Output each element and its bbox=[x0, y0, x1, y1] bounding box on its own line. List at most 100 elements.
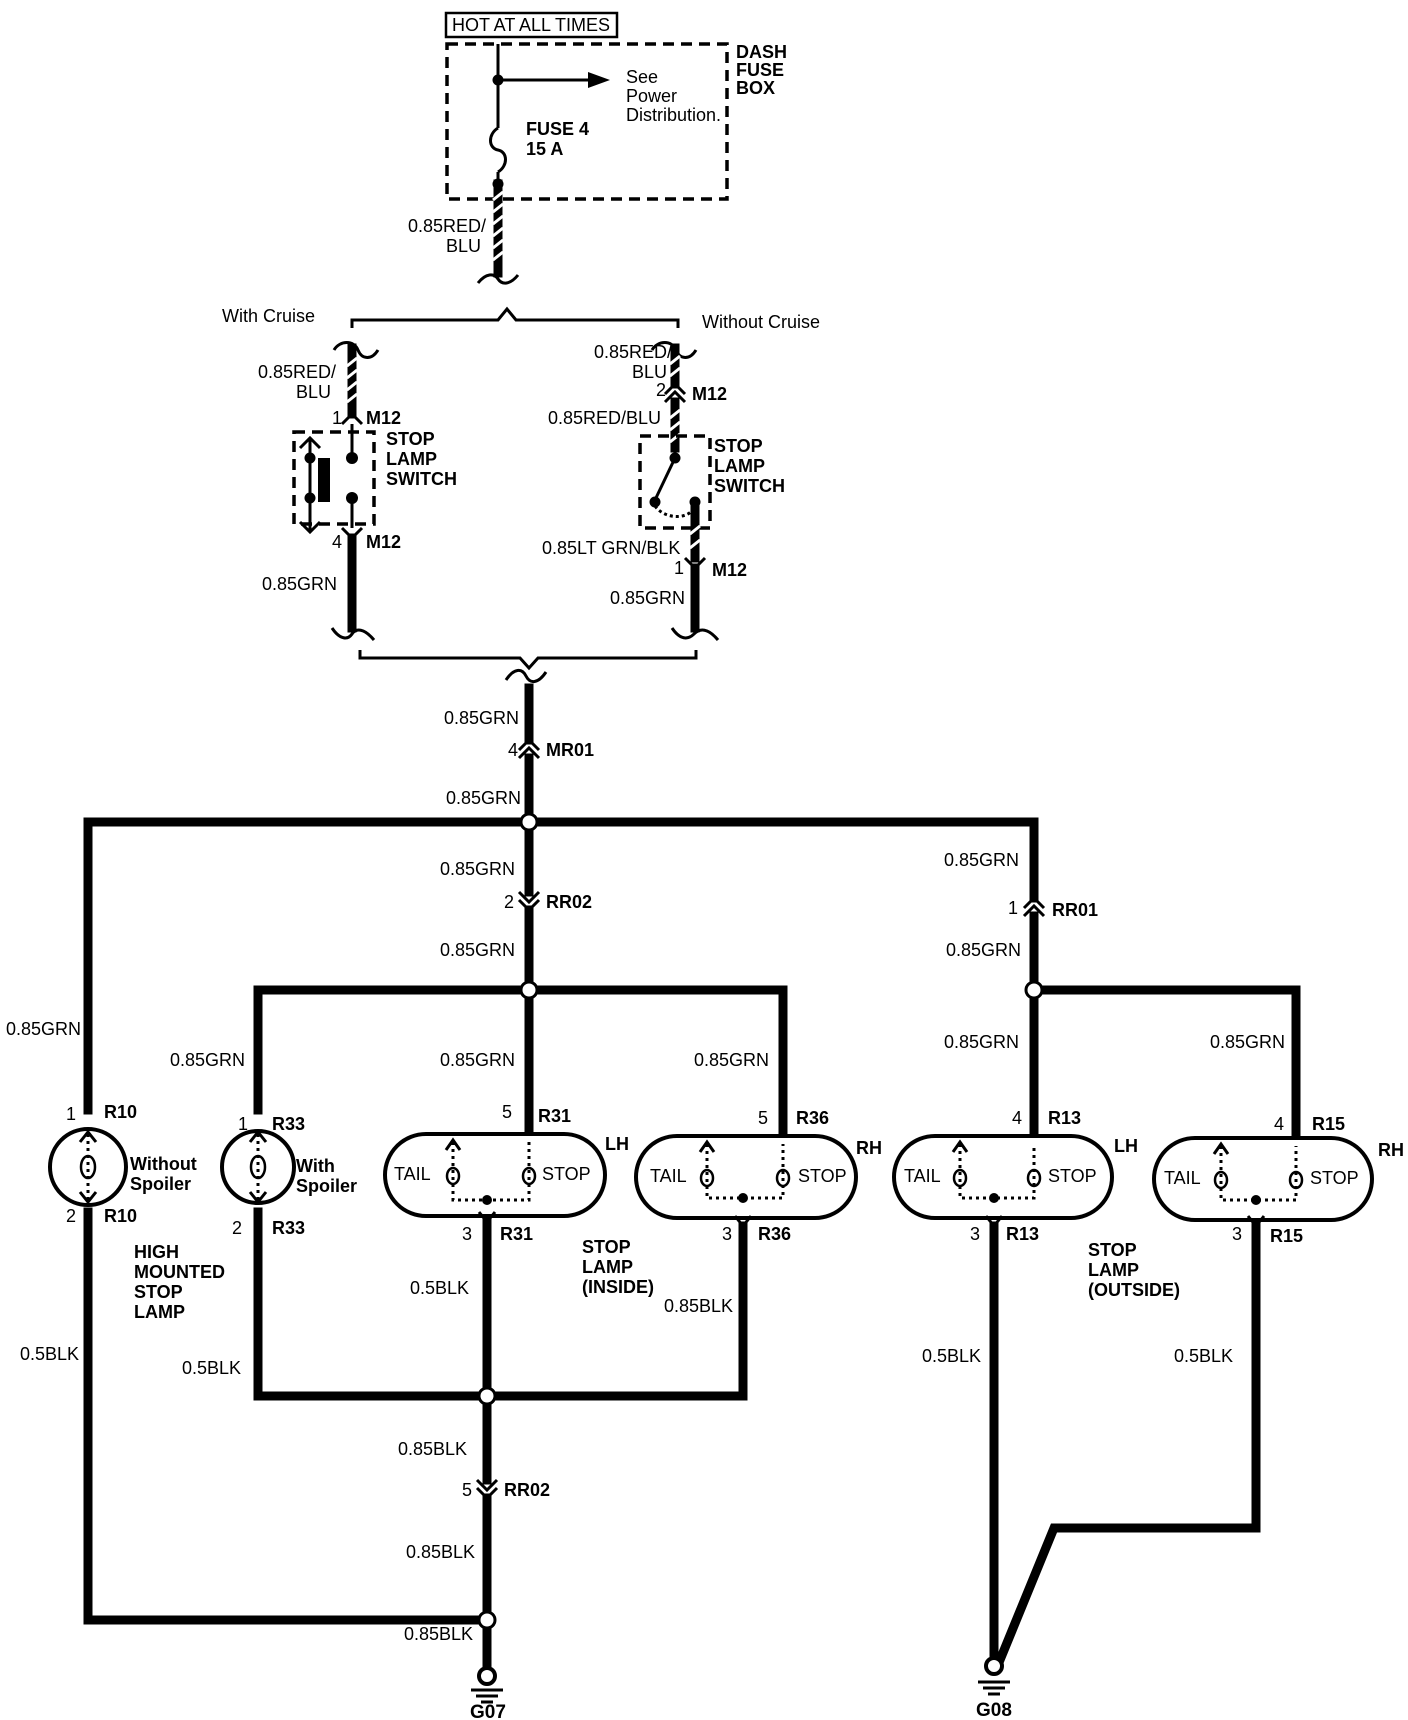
r13-pin3-number: 3 bbox=[970, 1224, 980, 1244]
r31-pin5-label: R31 bbox=[538, 1106, 571, 1126]
high-mounted-line3: STOP bbox=[134, 1282, 183, 1302]
rr02-feed-label: 0.85GRN bbox=[440, 859, 515, 879]
r31-ground-label: 0.5BLK bbox=[410, 1278, 469, 1298]
stop-outside-line2: LAMP bbox=[1088, 1260, 1139, 1280]
see-ref-line1: See bbox=[626, 67, 658, 87]
rr02-connector-icon bbox=[517, 890, 541, 905]
r33-ground-label: 0.5BLK bbox=[182, 1358, 241, 1378]
switch2-lower-contact bbox=[649, 496, 661, 508]
r33-filament bbox=[249, 1154, 267, 1180]
plunger-dot-top bbox=[304, 452, 316, 464]
r13-lamp-housing bbox=[892, 1134, 1114, 1220]
r31-stop-label: STOP bbox=[542, 1164, 591, 1184]
plunger-arrow-up-icon bbox=[298, 435, 322, 450]
lt-grn-blk-stripes bbox=[689, 524, 701, 550]
r15-ground-label: 0.5BLK bbox=[1174, 1346, 1233, 1366]
without-cruise-label: Without Cruise bbox=[702, 312, 820, 332]
g08-ground-point bbox=[984, 1656, 1004, 1676]
r15-pin3-label: R15 bbox=[1270, 1226, 1303, 1246]
without-cruise-switch-label-3: SWITCH bbox=[714, 476, 785, 496]
r10-arrow-in bbox=[78, 1129, 98, 1143]
g07-ground-point bbox=[477, 1666, 497, 1686]
r10-pin1-label: R10 bbox=[104, 1102, 137, 1122]
without-cruise-grn-label: 0.85GRN bbox=[610, 588, 685, 608]
r36-feed-label: 0.85GRN bbox=[694, 1050, 769, 1070]
without-spoiler-line1: Without bbox=[130, 1154, 197, 1174]
r15-lamp-housing bbox=[1152, 1136, 1374, 1222]
with-spoiler-lamp-branch: 0.85GRN 1 R33 With Spoiler 2 R33 0.5BLK bbox=[170, 985, 357, 1401]
r13-stop-filament bbox=[1026, 1168, 1042, 1188]
with-cruise-switch-label-2: LAMP bbox=[386, 449, 437, 469]
plunger-dot-bottom bbox=[304, 492, 316, 504]
without-cruise-stripes-1 bbox=[669, 354, 681, 378]
r15-tail-label: TAIL bbox=[1164, 1168, 1201, 1188]
r33-pin2-label: R33 bbox=[272, 1218, 305, 1238]
r36-rh-label: RH bbox=[856, 1138, 882, 1158]
dash-fuse-box-outline bbox=[445, 42, 729, 201]
hot-at-all-times-box bbox=[444, 11, 619, 39]
r31-pin3-number: 3 bbox=[462, 1224, 472, 1244]
high-mounted-line2: MOUNTED bbox=[134, 1262, 225, 1282]
r13-lh-label: LH bbox=[1114, 1136, 1138, 1156]
without-cruise-wire-label-b: BLU bbox=[632, 362, 667, 382]
r10-pin2-number: 2 bbox=[66, 1206, 76, 1226]
high-mounted-line4: LAMP bbox=[134, 1302, 185, 1322]
grn-trunk-label-2: 0.85GRN bbox=[446, 788, 521, 808]
arrow-right-icon bbox=[588, 72, 610, 88]
r31-lh-label: LH bbox=[605, 1134, 629, 1154]
ground-icon bbox=[978, 1680, 1010, 1696]
with-cruise-wire-break-bottom bbox=[330, 627, 376, 641]
r13-stop-label: STOP bbox=[1048, 1166, 1097, 1186]
rr02-pin2-number: 2 bbox=[504, 892, 514, 912]
r31-pin3-label: R31 bbox=[500, 1224, 533, 1244]
without-cruise-switch-outline bbox=[638, 434, 712, 530]
ground-icon bbox=[471, 1688, 503, 1704]
r33-arrow-in bbox=[248, 1129, 268, 1143]
switch-upper-contact bbox=[346, 452, 358, 464]
switch-icon bbox=[653, 457, 677, 501]
grn-trunk-label-1: 0.85GRN bbox=[444, 708, 519, 728]
r13-tail-arrow bbox=[951, 1139, 969, 1153]
m12-pin1-number: 1 bbox=[332, 408, 342, 428]
m12-pin2-label: M12 bbox=[692, 384, 727, 404]
with-cruise-switch-label-1: STOP bbox=[386, 429, 435, 449]
r15-tail-arrow bbox=[1212, 1141, 1230, 1155]
r10-arrow-out bbox=[78, 1191, 98, 1205]
stop-inside-line1: STOP bbox=[582, 1237, 631, 1257]
m12-pin2-number: 2 bbox=[656, 380, 666, 400]
option-brace-bottom bbox=[358, 650, 698, 671]
r36-stop-label: STOP bbox=[798, 1166, 847, 1186]
inside-grn-label: 0.85GRN bbox=[440, 940, 515, 960]
r36-stop-filament bbox=[775, 1168, 791, 1188]
with-cruise-grn-label: 0.85GRN bbox=[262, 574, 337, 594]
fuse-label-line2: 15 A bbox=[526, 139, 563, 159]
m12-pin4-label: M12 bbox=[366, 532, 401, 552]
fuse-box-label-line3: BOX bbox=[736, 78, 775, 98]
with-cruise-branch: 0.85RED/ BLU 1 M12 STOP LAMP SWITCH 4 M1… bbox=[258, 341, 457, 641]
with-cruise-wire-label-b: BLU bbox=[296, 382, 331, 402]
splice-g07 bbox=[477, 1610, 497, 1630]
g07-ground-trunk: 0.85BLK 5 RR02 0.85BLK 0.85BLK G07 bbox=[83, 1391, 748, 1720]
r15-rh-label: RH bbox=[1378, 1140, 1404, 1160]
mr01-label: MR01 bbox=[546, 740, 594, 760]
r15-common-dot bbox=[1251, 1195, 1261, 1205]
rr02-pin5-connector-icon bbox=[475, 1478, 499, 1493]
m12-pin4-number: 4 bbox=[332, 532, 342, 552]
fuse-box-label-line1: DASH bbox=[736, 42, 787, 62]
r33-arrow-out bbox=[248, 1191, 268, 1205]
stop-inside-line3: (INSIDE) bbox=[582, 1277, 654, 1297]
r36-tail-arrow bbox=[698, 1139, 716, 1153]
r13-tail-label: TAIL bbox=[904, 1166, 941, 1186]
m12-pin2-connector-icon-2 bbox=[663, 389, 687, 404]
r15-tail-filament bbox=[1213, 1170, 1229, 1190]
r36-ground-label: 0.85BLK bbox=[664, 1296, 733, 1316]
fuse-icon bbox=[489, 126, 507, 174]
rr02-pin2-label: RR02 bbox=[546, 892, 592, 912]
r31-stop-filament bbox=[521, 1166, 537, 1186]
feed-wire-label-b: BLU bbox=[446, 236, 481, 256]
high-mounted-stop-lamp-branch: 0.85GRN 1 R10 Without Spoiler 2 R10 0.5B… bbox=[6, 817, 225, 1625]
r15-pin3-number: 3 bbox=[1232, 1224, 1242, 1244]
r36-common-dot bbox=[738, 1193, 748, 1203]
g07-upper-label: 0.85BLK bbox=[406, 1542, 475, 1562]
splice-main bbox=[519, 812, 539, 832]
